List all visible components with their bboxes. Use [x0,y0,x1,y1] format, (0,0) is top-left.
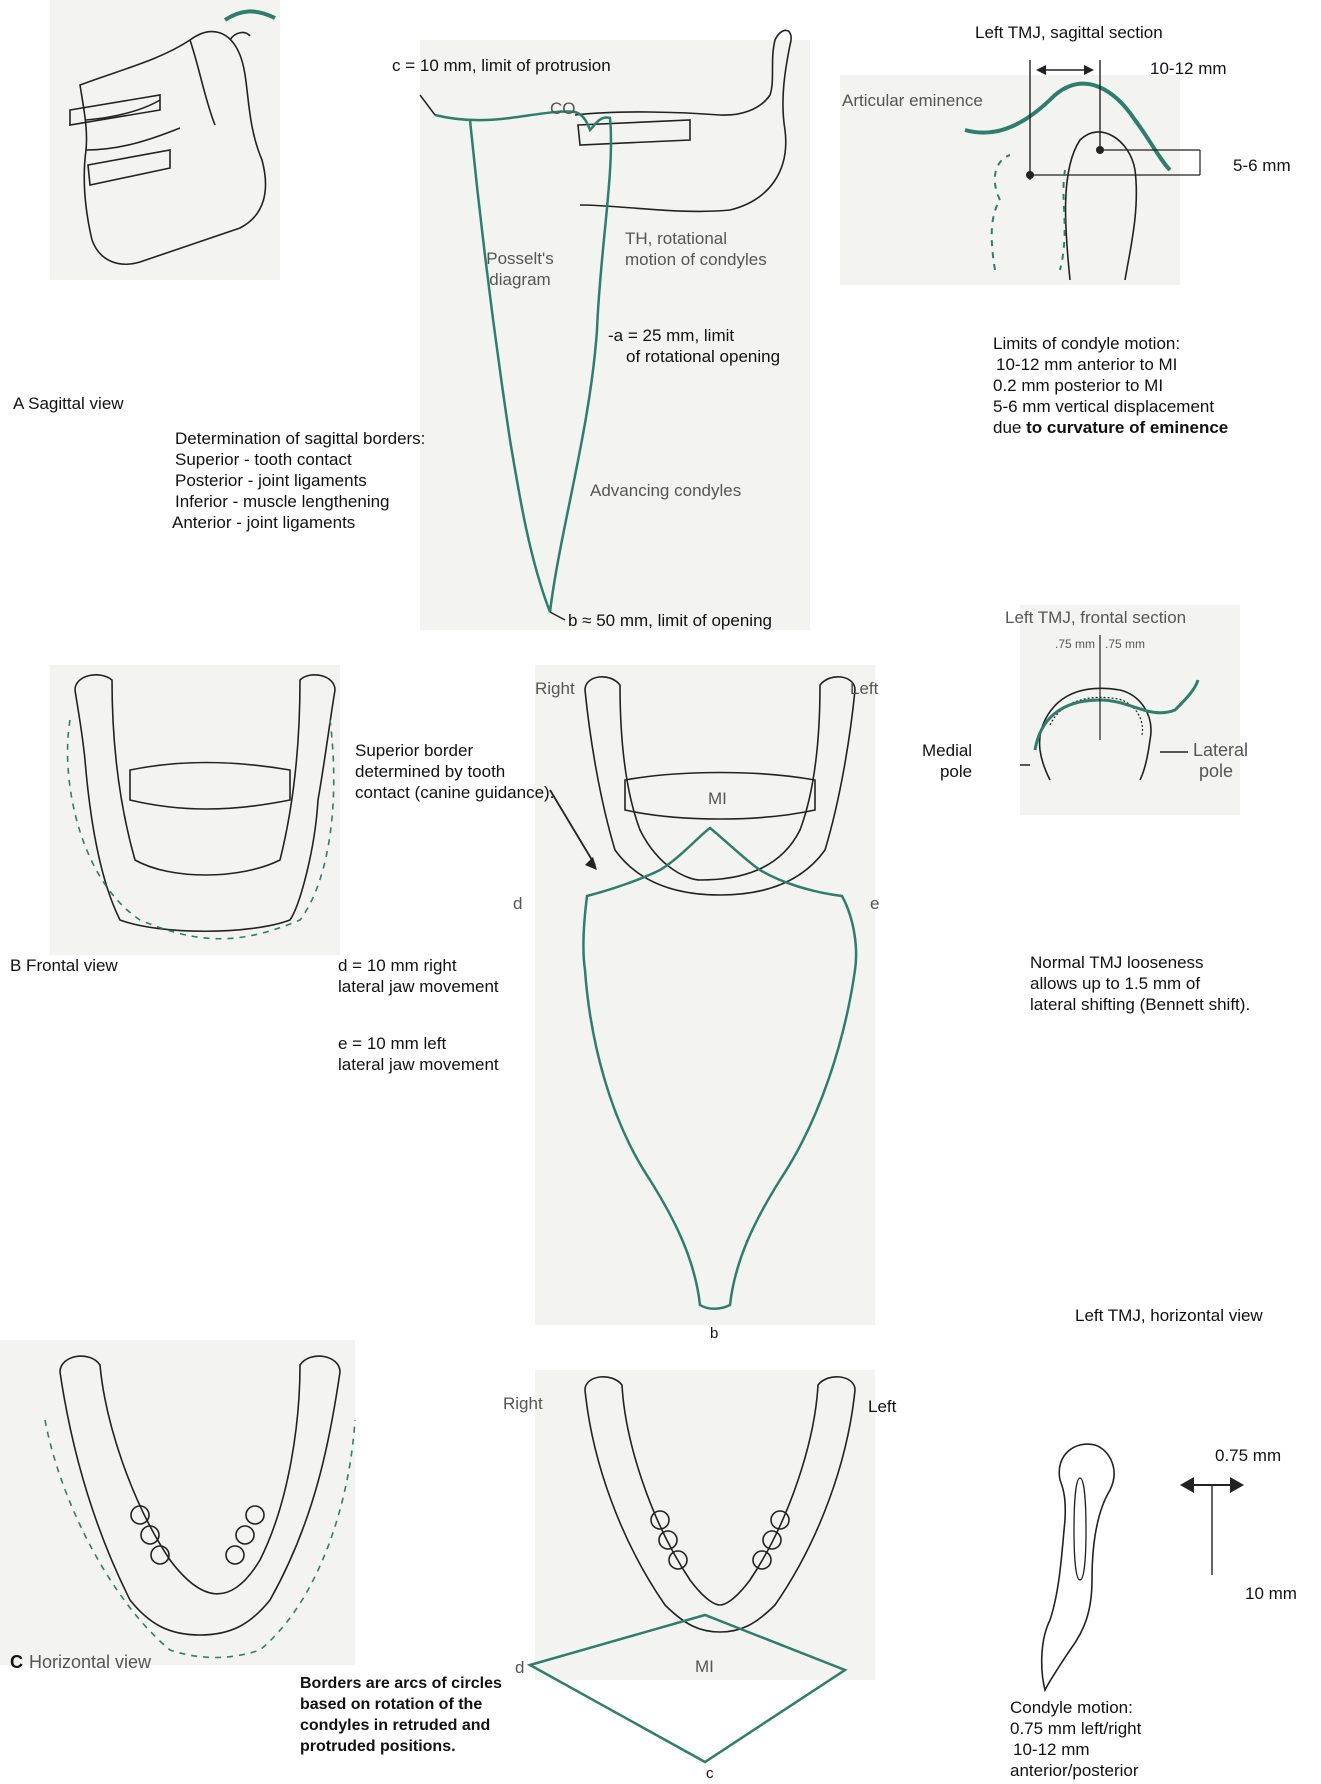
posselt-c-leader [420,95,435,115]
articular-eminence-curve [965,84,1170,170]
arcs-line-4: protruded positions. [300,1736,502,1757]
tmj-horizontal-drawing [1042,1444,1244,1690]
tmj-sagittal-width: 10-12 mm [1150,58,1227,79]
sagittal-mandible-drawing [70,32,266,265]
horizontal-c-mark: c [706,1763,714,1784]
tmj-horizontal-width: 0.75 mm [1215,1445,1281,1466]
borders-inferior: Inferior - muscle lengthening [175,491,425,512]
th-line-2: motion of condyles [625,249,767,270]
limits-heading: Limits of condyle motion: [993,333,1228,354]
d-line-2: lateral jaw movement [338,976,499,997]
tmj-horizontal-length: 10 mm [1245,1583,1297,1604]
borders-superior: Superior - tooth contact [175,449,425,470]
arcs-line-3: condyles in retruded and [300,1715,502,1736]
arcs-line-1: Borders are arcs of circles [300,1673,502,1694]
tmj-sagittal-vertical: 5-6 mm [1233,155,1291,176]
posselt-co-label: CO [550,98,576,119]
borders-posterior: Posterior - joint ligaments [175,470,425,491]
section-b-title: B Frontal view [10,955,118,976]
medial-line-2: pole [922,761,972,782]
tmj-frontal-left-width: .75 mm [1055,637,1095,651]
posselt-c-label: c = 10 mm, limit of protrusion [392,55,611,76]
looseness-line-1: Normal TMJ looseness [1030,952,1250,973]
looseness-text: Normal TMJ looseness allows up to 1.5 mm… [1030,952,1250,1015]
medial-pole-label: Medial pole [922,740,972,782]
limits-last-line: due to curvature of eminence [993,417,1228,438]
limits-anterior: 10-12 mm anterior to MI [993,354,1228,375]
superior-line-2: determined by tooth [355,761,554,782]
limits-curvature: to curvature of eminence [1026,418,1228,437]
looseness-line-2: allows up to 1.5 mm of [1030,973,1250,994]
limits-due: due [993,418,1026,437]
motion-line-1: Condyle motion: [1010,1697,1141,1718]
a-line-1: -a = 25 mm, limit [608,325,780,346]
frontal-left-label: Left [850,678,878,699]
sagittal-borders-list: Determination of sagittal borders: Super… [175,428,425,533]
borders-anterior: Anterior - joint ligaments [172,512,425,533]
superior-line-1: Superior border [355,740,554,761]
horizontal-mi-label: MI [695,1656,714,1677]
a-line-2: of rotational opening [608,346,780,367]
frontal-e-label: e [870,893,879,914]
condyle-motion-text: Condyle motion: 0.75 mm left/right 10-12… [1010,1697,1141,1781]
th-label: TH, rotational motion of condyles [625,228,767,270]
motion-line-2: 0.75 mm left/right [1010,1718,1141,1739]
lateral-line-2: pole [1193,761,1248,782]
e-description: e = 10 mm left lateral jaw movement [338,1033,499,1075]
medial-line-1: Medial [922,740,972,761]
section-c-letter: C [10,1652,23,1672]
tmj-horizontal-title: Left TMJ, horizontal view [1075,1305,1263,1326]
posselt-border-path [435,111,611,612]
frontal-b-mark: b [710,1323,718,1344]
th-line-1: TH, rotational [625,228,767,249]
advancing-condyles-label: Advancing condyles [590,480,741,501]
frontal-mandible-drawing [75,675,335,931]
articular-eminence-label: Articular eminence [842,90,983,111]
horizontal-d-label: d [515,1657,524,1678]
arcs-line-2: based on rotation of the [300,1694,502,1715]
b-opening-label: b ≈ 50 mm, limit of opening [568,610,772,631]
condyle-limits-text: Limits of condyle motion: 10-12 mm anter… [993,333,1228,438]
looseness-line-3: lateral shifting (Bennett shift). [1030,994,1250,1015]
horizontal-border-path [530,1615,845,1762]
arcs-text: Borders are arcs of circles based on rot… [300,1673,502,1757]
canine-guidance-arrow [550,790,595,865]
horizontal-left-label: Left [868,1396,896,1417]
d-line-1: d = 10 mm right [338,955,499,976]
superior-border-text: Superior border determined by tooth cont… [355,740,554,803]
limits-posterior: 0.2 mm posterior to MI [993,375,1228,396]
tmj-sagittal-title: Left TMJ, sagittal section [975,22,1163,43]
limits-vertical: 5-6 mm vertical displacement [993,396,1228,417]
frontal-border-mandible [585,677,855,895]
posselt-diagram-label: Posselt's diagram [470,248,570,290]
tmj-sagittal-drawing [965,60,1200,280]
posselt-b-leader [550,612,565,620]
e-line-2: lateral jaw movement [338,1054,499,1075]
borders-heading: Determination of sagittal borders: [175,428,425,449]
motion-line-3: 10-12 mm [1010,1739,1141,1760]
frontal-dashed-outline [68,720,334,939]
frontal-mi-label: MI [708,788,727,809]
horizontal-border-mandible [585,1377,855,1632]
tmj-frontal-title: Left TMJ, frontal section [1005,607,1186,628]
a-label: -a = 25 mm, limit of rotational opening [608,325,780,367]
tmj-frontal-right-width: .75 mm [1105,637,1145,651]
superior-line-3: contact (canine guidance). [355,782,554,803]
horizontal-right-label: Right [503,1393,543,1414]
frontal-d-label: d [513,893,522,914]
frontal-right-label: Right [535,678,575,699]
frontal-border-path [584,828,857,1309]
motion-line-4: anterior/posterior [1010,1760,1141,1781]
lateral-pole-label: Lateral pole [1193,740,1248,782]
sagittal-eminence-curve [225,11,275,20]
section-a-title: A Sagittal view [13,393,124,414]
lateral-line-1: Lateral [1193,740,1248,761]
section-c-rest: Horizontal view [29,1652,151,1672]
e-line-1: e = 10 mm left [338,1033,499,1054]
horizontal-dashed-outline [45,1420,355,1658]
tmj-frontal-drawing [1020,635,1198,780]
d-description: d = 10 mm right lateral jaw movement [338,955,499,997]
section-c-title: C Horizontal view [10,1652,151,1673]
horizontal-mandible-drawing [60,1356,340,1635]
